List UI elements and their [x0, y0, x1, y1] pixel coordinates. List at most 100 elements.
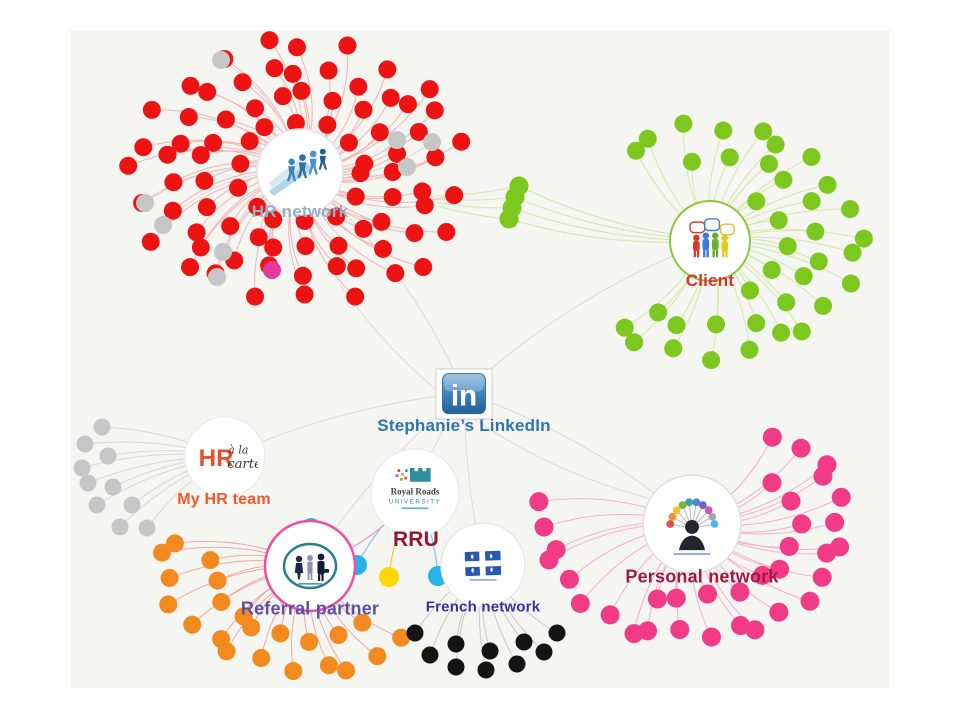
contact-node[interactable]	[383, 188, 402, 207]
contact-node[interactable]	[682, 152, 701, 171]
contact-node[interactable]	[374, 239, 393, 258]
contact-node[interactable]	[762, 427, 782, 447]
contact-node[interactable]	[379, 567, 399, 587]
contact-node[interactable]	[354, 100, 373, 119]
contact-node[interactable]	[529, 492, 549, 512]
contact-node[interactable]	[747, 192, 766, 211]
contact-node[interactable]	[452, 132, 471, 151]
contact-node[interactable]	[104, 478, 122, 496]
contact-node[interactable]	[731, 616, 751, 636]
contact-node[interactable]	[163, 201, 182, 220]
contact-node[interactable]	[666, 588, 686, 608]
contact-node[interactable]	[79, 474, 97, 492]
contact-node[interactable]	[809, 252, 828, 271]
contact-node[interactable]	[447, 658, 465, 676]
contact-node[interactable]	[762, 473, 782, 493]
contact-node[interactable]	[698, 584, 718, 604]
contact-node[interactable]	[372, 212, 391, 231]
contact-node[interactable]	[625, 333, 644, 352]
contact-node[interactable]	[535, 643, 553, 661]
contact-node[interactable]	[246, 99, 265, 118]
contact-node[interactable]	[318, 115, 337, 134]
contact-node[interactable]	[179, 108, 198, 127]
contact-node[interactable]	[559, 569, 579, 589]
contact-node[interactable]	[730, 582, 750, 602]
contact-node[interactable]	[99, 447, 117, 465]
contact-node[interactable]	[806, 222, 825, 241]
contact-node[interactable]	[774, 170, 793, 189]
contact-node[interactable]	[777, 293, 796, 312]
contact-node[interactable]	[234, 607, 253, 626]
contact-node[interactable]	[327, 257, 346, 276]
contact-node[interactable]	[447, 635, 465, 653]
contact-node[interactable]	[802, 147, 821, 166]
contact-node[interactable]	[720, 148, 739, 167]
contact-node[interactable]	[813, 466, 833, 486]
contact-node[interactable]	[153, 543, 172, 562]
contact-node[interactable]	[111, 518, 129, 536]
contact-node[interactable]	[346, 287, 365, 306]
contact-node[interactable]	[295, 285, 314, 304]
contact-node[interactable]	[740, 281, 759, 300]
contact-node[interactable]	[208, 571, 227, 590]
contact-node[interactable]	[546, 540, 566, 560]
contact-node[interactable]	[329, 626, 348, 645]
contact-node[interactable]	[216, 110, 235, 129]
contact-node[interactable]	[293, 266, 312, 285]
contact-node[interactable]	[171, 134, 190, 153]
contact-node[interactable]	[283, 64, 302, 83]
contact-node[interactable]	[445, 186, 464, 205]
contact-node[interactable]	[142, 100, 161, 119]
contact-node[interactable]	[349, 77, 368, 96]
contact-node[interactable]	[248, 197, 267, 216]
contact-node[interactable]	[286, 114, 305, 133]
contact-node[interactable]	[181, 258, 200, 277]
contact-node[interactable]	[405, 224, 424, 243]
contact-node[interactable]	[818, 175, 837, 194]
contact-node[interactable]	[800, 591, 820, 611]
contact-node[interactable]	[183, 615, 202, 634]
contact-node[interactable]	[191, 238, 210, 257]
contact-node[interactable]	[707, 315, 726, 334]
contact-node[interactable]	[354, 219, 373, 238]
contact-node[interactable]	[337, 661, 356, 680]
contact-node[interactable]	[141, 232, 160, 251]
contact-node[interactable]	[201, 551, 220, 570]
contact-node[interactable]	[843, 243, 862, 262]
contact-node[interactable]	[812, 567, 832, 587]
contact-node[interactable]	[794, 267, 813, 286]
contact-node[interactable]	[260, 31, 279, 50]
contact-node[interactable]	[413, 182, 432, 201]
contact-node[interactable]	[420, 80, 439, 99]
contact-node[interactable]	[398, 158, 416, 176]
contact-node[interactable]	[159, 595, 178, 614]
contact-node[interactable]	[791, 438, 811, 458]
contact-node[interactable]	[319, 61, 338, 80]
contact-node[interactable]	[781, 491, 801, 511]
contact-node[interactable]	[187, 223, 206, 242]
contact-node[interactable]	[426, 148, 445, 167]
contact-node[interactable]	[355, 154, 374, 173]
contact-node[interactable]	[164, 173, 183, 192]
contact-node[interactable]	[255, 118, 274, 137]
contact-node[interactable]	[204, 133, 223, 152]
contact-node[interactable]	[378, 60, 397, 79]
contact-node[interactable]	[701, 627, 721, 647]
contact-node[interactable]	[197, 198, 216, 217]
contact-node[interactable]	[252, 649, 271, 668]
client-hub[interactable]	[669, 200, 751, 282]
contact-node[interactable]	[263, 261, 281, 279]
contact-node[interactable]	[762, 260, 781, 279]
contact-node[interactable]	[370, 123, 389, 142]
contact-node[interactable]	[119, 156, 138, 175]
contact-node[interactable]	[702, 351, 721, 370]
contact-node[interactable]	[779, 537, 799, 557]
contact-node[interactable]	[754, 122, 773, 141]
contact-node[interactable]	[423, 133, 441, 151]
contact-node[interactable]	[778, 237, 797, 256]
contact-node[interactable]	[760, 154, 779, 173]
contact-node[interactable]	[769, 602, 789, 622]
contact-node[interactable]	[195, 171, 214, 190]
contact-node[interactable]	[181, 76, 200, 95]
contact-node[interactable]	[76, 435, 94, 453]
